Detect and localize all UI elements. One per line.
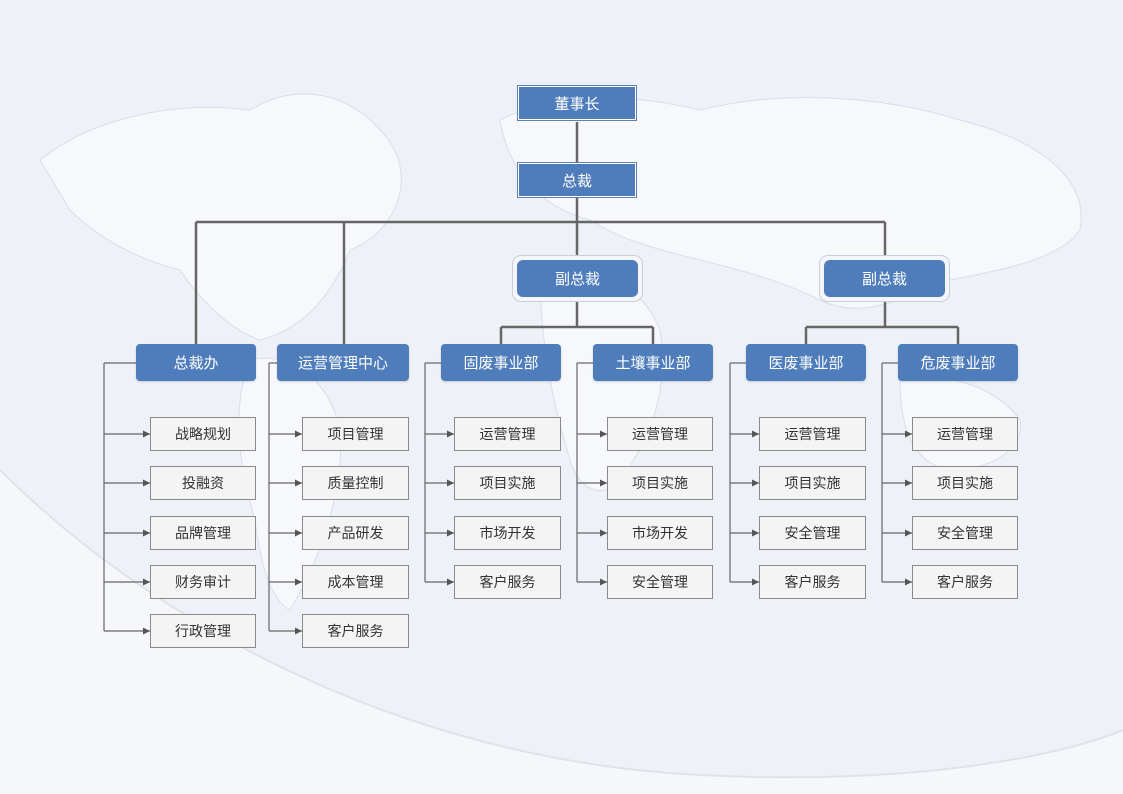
- president-box: 总裁: [517, 162, 637, 198]
- dept-solid-waste: 固废事业部: [441, 344, 561, 381]
- sub-item: 产品研发: [302, 516, 409, 550]
- sub-item: 客户服务: [759, 565, 866, 599]
- dept-medical-waste: 医废事业部: [746, 344, 866, 381]
- sub-item: 财务审计: [150, 565, 256, 599]
- sub-item: 运营管理: [607, 417, 713, 451]
- sub-item: 运营管理: [912, 417, 1018, 451]
- vice-president-1-box: 副总裁: [517, 260, 638, 297]
- sub-item: 项目实施: [607, 466, 713, 500]
- sub-item: 成本管理: [302, 565, 409, 599]
- dept-operations-center: 运营管理中心: [277, 344, 409, 381]
- vice-president-2-box: 副总裁: [824, 260, 945, 297]
- sub-item: 客户服务: [302, 614, 409, 648]
- sub-item: 品牌管理: [150, 516, 256, 550]
- sub-item: 项目实施: [912, 466, 1018, 500]
- sub-item: 客户服务: [454, 565, 561, 599]
- sub-item: 安全管理: [912, 516, 1018, 550]
- sub-item: 项目实施: [759, 466, 866, 500]
- sub-item: 市场开发: [607, 516, 713, 550]
- vice-president-1-frame: 副总裁: [512, 255, 643, 302]
- sub-item: 市场开发: [454, 516, 561, 550]
- dept-president-office: 总裁办: [136, 344, 256, 381]
- sub-item: 项目实施: [454, 466, 561, 500]
- sub-item: 质量控制: [302, 466, 409, 500]
- sub-item: 安全管理: [759, 516, 866, 550]
- vice-president-2-frame: 副总裁: [819, 255, 950, 302]
- sub-item: 战略规划: [150, 417, 256, 451]
- sub-item: 运营管理: [759, 417, 866, 451]
- dept-hazardous-waste: 危废事业部: [898, 344, 1018, 381]
- sub-item: 行政管理: [150, 614, 256, 648]
- sub-item: 安全管理: [607, 565, 713, 599]
- chairman-box: 董事长: [517, 85, 637, 121]
- sub-item: 客户服务: [912, 565, 1018, 599]
- sub-item: 投融资: [150, 466, 256, 500]
- sub-item: 运营管理: [454, 417, 561, 451]
- sub-item: 项目管理: [302, 417, 409, 451]
- dept-soil: 土壤事业部: [593, 344, 713, 381]
